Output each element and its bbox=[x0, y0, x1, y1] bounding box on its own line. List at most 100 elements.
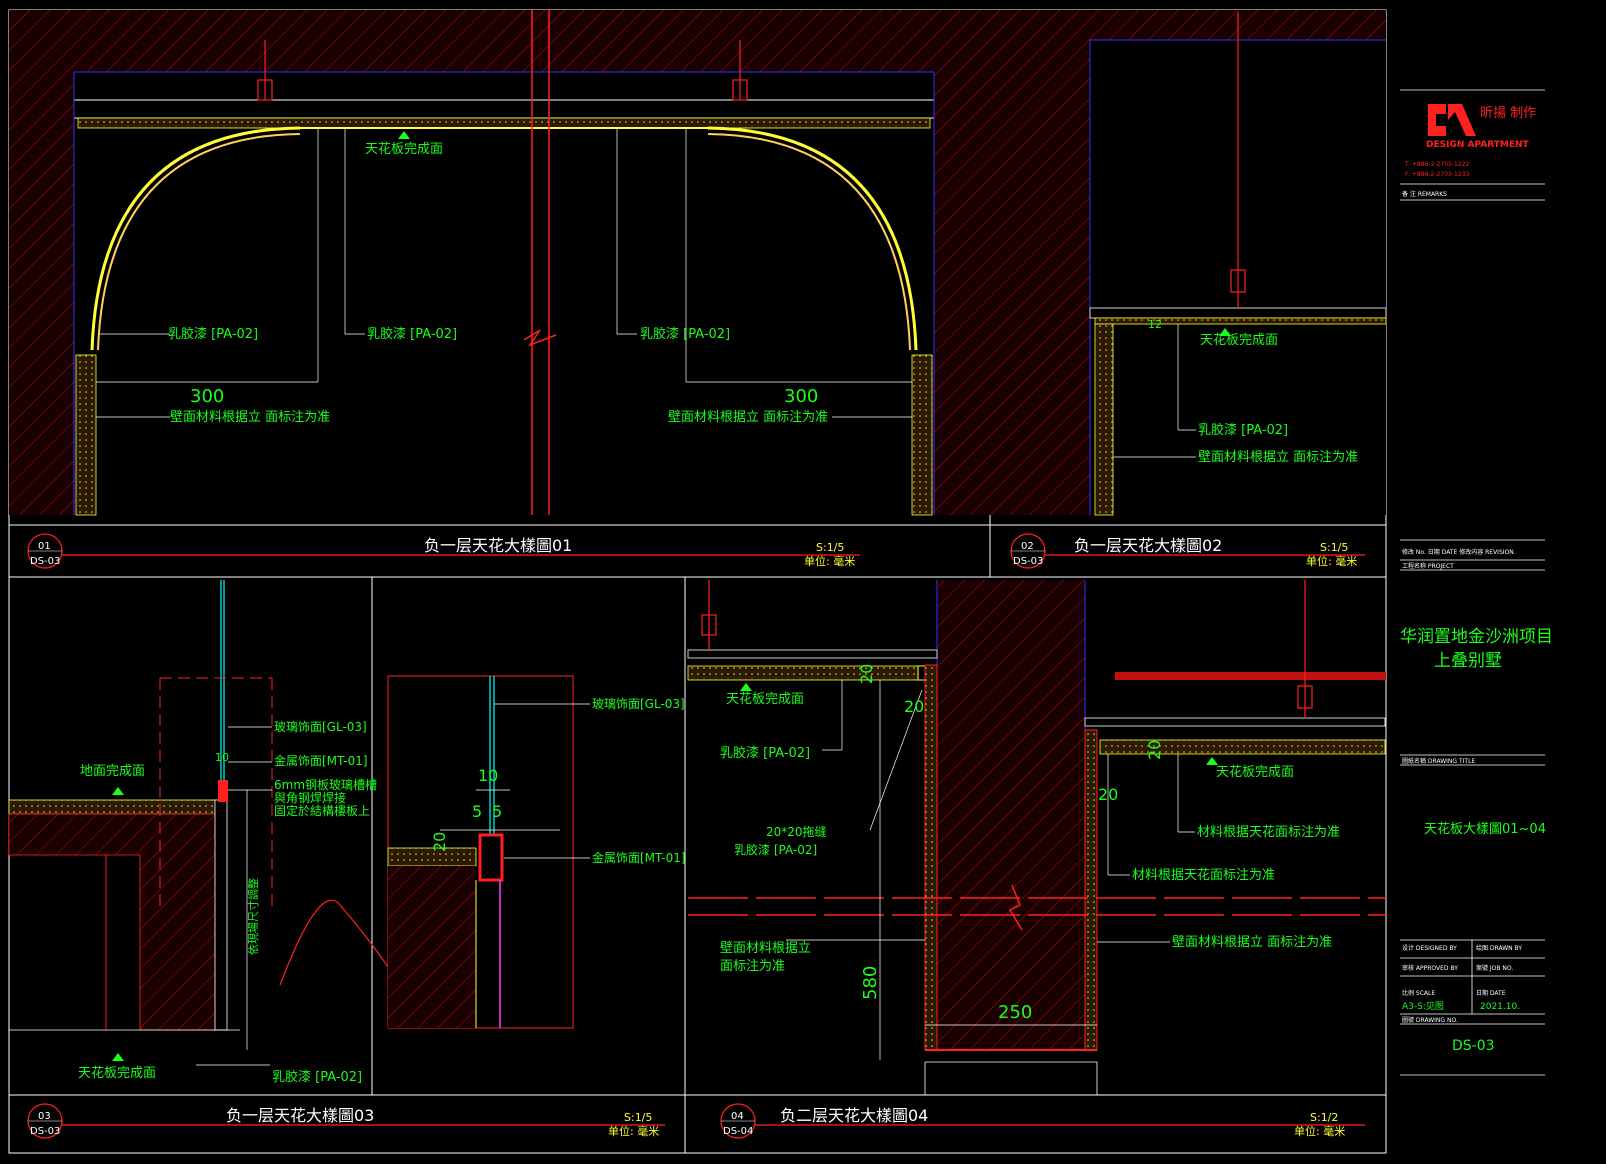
glass-note-line-3: 固定於結構樓板上 bbox=[274, 803, 370, 818]
view-sheet-ref: DS-04 bbox=[723, 1126, 753, 1137]
view-01-drawing bbox=[9, 10, 990, 516]
project-name-line-2: 上叠别墅 bbox=[1434, 651, 1502, 671]
job-number-label: 案號 JOB NO. bbox=[1476, 964, 1513, 972]
latex-paint-label: 乳胶漆 [PA-02] bbox=[734, 842, 817, 857]
wall-material-label-line-1: 壁面材料根据立 bbox=[720, 941, 811, 956]
view-scale: S:1/2 bbox=[1310, 1111, 1338, 1124]
view-03-detail-drawing bbox=[387, 675, 590, 1029]
revision-label: 修改 No. 日期 DATE 修改内容 REVISION bbox=[1402, 548, 1514, 556]
view-number: 03 bbox=[38, 1111, 51, 1122]
metal-finish-label: 金属饰面[MT-01] bbox=[592, 850, 686, 865]
dimension-5: 5 bbox=[472, 802, 482, 821]
view-sheet-ref: DS-03 bbox=[30, 556, 60, 567]
drawing-number-label: 圖號 DRAWING NO. bbox=[1402, 1016, 1458, 1024]
glass-note-line-1: 6mm钢板玻璃槽槽 bbox=[274, 778, 377, 792]
glass-finish-label: 玻璃饰面[GL-03] bbox=[592, 697, 685, 711]
view-title: 负二层天花大樣圖04 bbox=[780, 1106, 928, 1125]
groove-label: 20*20拖缝 bbox=[766, 824, 827, 839]
title-block: 昕揚 制作 DESIGN APARTMENT T: +886-2-2703-12… bbox=[1400, 89, 1553, 1076]
dimension-5: 5 bbox=[492, 802, 502, 821]
dimension-580: 580 bbox=[860, 966, 881, 1000]
scale-value: A3-S:见图 bbox=[1402, 1001, 1444, 1012]
dimension-20: 20 bbox=[1098, 785, 1118, 804]
view-03-detail-annotations: 玻璃饰面[GL-03] 10 5 5 20 金属饰面[MT-01] bbox=[430, 697, 686, 865]
latex-paint-label: 乳胶漆 [PA-02] bbox=[640, 326, 730, 342]
view-scale: S:1/5 bbox=[624, 1111, 652, 1124]
remarks-label: 备 注 REMARKS bbox=[1402, 190, 1447, 198]
ceiling-finish-label: 天花板完成面 bbox=[365, 141, 443, 157]
dimension-250: 250 bbox=[998, 1002, 1032, 1023]
latex-paint-label: 乳胶漆 [PA-02] bbox=[168, 326, 258, 342]
brand-name-cn: 昕揚 制作 bbox=[1480, 105, 1536, 121]
latex-paint-label: 乳胶漆 [PA-02] bbox=[1198, 422, 1288, 438]
dimension-300: 300 bbox=[784, 386, 818, 407]
glass-note-line-2: 與角钢焊焊接 bbox=[274, 790, 346, 805]
view-title-bar-01: 01 DS-03 负一层天花大樣圖01 S:1/5 单位: 毫米 bbox=[27, 533, 860, 569]
brand-fax: F: +886-2-2703-1233 bbox=[1405, 171, 1469, 178]
dimension-12: 12 bbox=[1148, 318, 1162, 331]
dimension-10: 10 bbox=[478, 766, 498, 785]
site-size-note: 依現場尺寸調整 bbox=[246, 878, 260, 955]
view-title: 负一层天花大樣圖01 bbox=[424, 536, 572, 555]
ceiling-finish-label: 天花板完成面 bbox=[1200, 332, 1278, 348]
project-label: 工程名称 PROJECT bbox=[1402, 562, 1454, 570]
view-scale: S:1/5 bbox=[816, 541, 844, 554]
view-04-annotations: 20 20 天花板完成面 乳胶漆 [PA-02] 20*20拖缝 乳胶漆 [PA… bbox=[720, 664, 1340, 1023]
view-sheet-ref: DS-03 bbox=[30, 1126, 60, 1137]
view-03-drawing bbox=[8, 580, 391, 1066]
view-scale: S:1/5 bbox=[1320, 541, 1348, 554]
dimension-300: 300 bbox=[190, 386, 224, 407]
view-title: 负一层天花大樣圖02 bbox=[1074, 536, 1222, 555]
view-04-drawing bbox=[687, 580, 1386, 1095]
material-ceiling-label: 材料根据天花面标注为准 bbox=[1132, 867, 1275, 883]
dimension-20: 20 bbox=[430, 832, 449, 852]
ceiling-finish-label: 天花板完成面 bbox=[726, 691, 804, 707]
view-number: 04 bbox=[731, 1111, 744, 1122]
brand-logo-icon bbox=[1428, 104, 1476, 136]
dimension-10: 10 bbox=[215, 751, 229, 764]
view-02-drawing bbox=[990, 10, 1387, 516]
wall-material-label: 壁面材料根据立 面标注为准 bbox=[668, 410, 828, 425]
wall-material-label: 壁面材料根据立 面标注为准 bbox=[1198, 450, 1358, 465]
glass-finish-label: 玻璃饰面[GL-03] bbox=[274, 720, 367, 734]
wall-material-label: 壁面材料根据立 面标注为准 bbox=[170, 410, 330, 425]
brand-name-en: DESIGN APARTMENT bbox=[1426, 140, 1530, 150]
view-title-bar-02: 02 DS-03 负一层天花大樣圖02 S:1/5 单位: 毫米 bbox=[1010, 533, 1365, 569]
latex-paint-label: 乳胶漆 [PA-02] bbox=[272, 1069, 362, 1085]
material-ceiling-label: 材料根据天花面标注为准 bbox=[1197, 824, 1340, 840]
view-unit: 单位: 毫米 bbox=[1306, 554, 1357, 568]
floor-finish-label: 地面完成面 bbox=[80, 764, 145, 779]
drawing-number: DS-03 bbox=[1452, 1038, 1495, 1054]
drawing-title-label: 圖紙名稱 DRAWING TITLE bbox=[1402, 757, 1475, 765]
view-unit: 单位: 毫米 bbox=[804, 554, 855, 568]
project-name-line-1: 华润置地金沙洲项目 bbox=[1400, 627, 1553, 647]
view-title-bar-03: 03 DS-03 负一层天花大樣圖03 S:1/5 单位: 毫米 bbox=[27, 1103, 665, 1139]
designed-by-label: 设计 DESIGNED BY bbox=[1402, 944, 1457, 952]
view-01-annotations: 天花板完成面 乳胶漆 [PA-02] 乳胶漆 [PA-02] 乳胶漆 [PA-0… bbox=[168, 141, 828, 425]
scale-label: 比例 SCALE bbox=[1402, 989, 1435, 997]
approved-by-label: 审核 APPROVED BY bbox=[1402, 964, 1458, 972]
dimension-20: 20 bbox=[1145, 740, 1164, 760]
view-number: 01 bbox=[38, 541, 51, 552]
date-value: 2021.10. bbox=[1480, 1002, 1520, 1012]
metal-finish-label: 金属饰面[MT-01] bbox=[274, 753, 368, 768]
view-02-annotations: 12 天花板完成面 乳胶漆 [PA-02] 壁面材料根据立 面标注为准 bbox=[1148, 318, 1358, 465]
dimension-20: 20 bbox=[857, 664, 876, 684]
drawing-title: 天花板大樣圖01~04 bbox=[1424, 821, 1546, 837]
view-number: 02 bbox=[1021, 541, 1034, 552]
ceiling-finish-label: 天花板完成面 bbox=[78, 1065, 156, 1081]
view-title-bar-04: 04 DS-04 负二层天花大樣圖04 S:1/2 单位: 毫米 bbox=[720, 1103, 1365, 1139]
view-sheet-ref: DS-03 bbox=[1013, 556, 1043, 567]
brand-tel: T: +886-2-2703-1222 bbox=[1404, 161, 1469, 168]
latex-paint-label: 乳胶漆 [PA-02] bbox=[720, 745, 810, 761]
view-03-annotations: 玻璃饰面[GL-03] 10 金属饰面[MT-01] 地面完成面 6mm钢板玻璃… bbox=[78, 720, 377, 1085]
date-label: 日期 DATE bbox=[1476, 989, 1506, 997]
wall-material-label-line-2: 面标注为准 bbox=[720, 959, 785, 974]
latex-paint-label: 乳胶漆 [PA-02] bbox=[367, 326, 457, 342]
view-unit: 单位: 毫米 bbox=[608, 1124, 659, 1138]
view-title: 负一层天花大樣圖03 bbox=[226, 1106, 374, 1125]
dimension-20: 20 bbox=[904, 697, 924, 716]
ceiling-finish-label: 天花板完成面 bbox=[1216, 764, 1294, 780]
view-unit: 单位: 毫米 bbox=[1294, 1124, 1345, 1138]
